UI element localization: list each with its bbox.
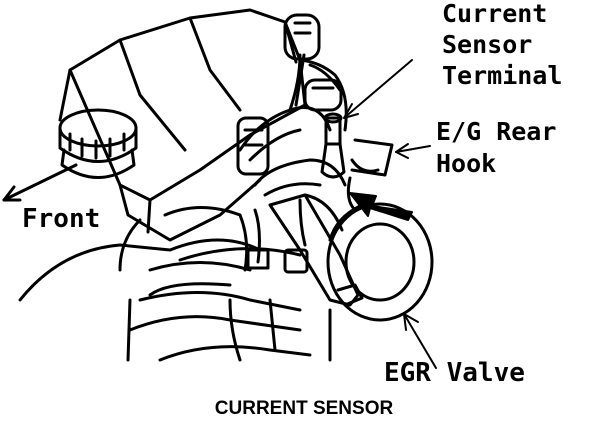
leader-lines bbox=[343, 59, 437, 369]
label-line: Hook bbox=[436, 149, 497, 178]
wiring-and-hoses bbox=[18, 53, 348, 302]
label-front: Front bbox=[22, 204, 101, 234]
egr-valve bbox=[326, 202, 434, 322]
label-line: Terminal bbox=[442, 61, 563, 90]
label-egr-valve: EGR Valve bbox=[384, 358, 525, 388]
connector-mid bbox=[303, 78, 343, 112]
label-line: Current bbox=[442, 0, 548, 28]
current-sensor-body bbox=[246, 193, 364, 307]
diagram-caption: CURRENT SENSOR bbox=[214, 398, 394, 419]
label-line: Sensor bbox=[442, 30, 533, 59]
oil-filler-cap bbox=[58, 108, 138, 179]
connector-upper bbox=[283, 13, 321, 61]
front-arrow bbox=[2, 163, 78, 202]
sensor-terminal-stud bbox=[320, 112, 346, 179]
label-eg-rear-hook: E/G Rear Hook bbox=[436, 116, 556, 180]
connector-left bbox=[236, 116, 270, 176]
label-current-sensor-terminal: Current Sensor Terminal bbox=[442, 0, 562, 91]
sensor-pointer-arrow bbox=[349, 192, 413, 221]
label-line: E/G Rear bbox=[436, 117, 557, 146]
engine-cover bbox=[58, 8, 307, 242]
lower-components bbox=[126, 291, 332, 362]
